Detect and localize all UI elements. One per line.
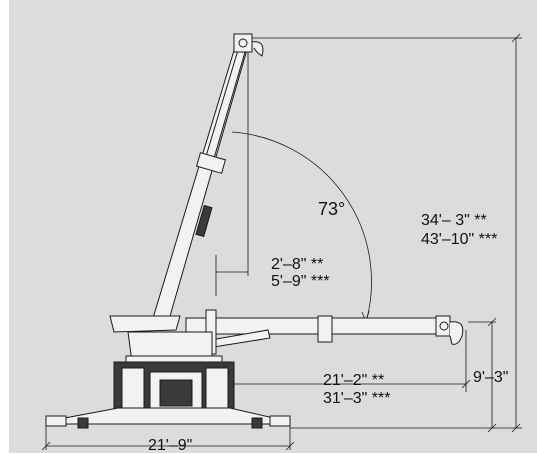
span-tick-right [285, 441, 295, 451]
angle-arc [231, 131, 372, 323]
outrigger-foot-right [251, 417, 263, 429]
diagram-background [9, 0, 537, 453]
raised-boom [149, 33, 264, 331]
horizontal-reach-extended: 31'–3" *** [323, 390, 391, 407]
horizontal-boom-section [185, 317, 437, 335]
left-track-block [121, 367, 145, 413]
boom-angle-label: 73° [318, 199, 346, 219]
horizontal-reach-standard: 21'–2" ** [323, 372, 385, 389]
span-tick-left [41, 441, 51, 451]
raised-head-sheave [238, 38, 248, 48]
max-height-standard: 34'– 3" ** [421, 212, 487, 229]
max-height-extended: 43'–10" *** [421, 231, 498, 248]
height-dim-tick-top [511, 33, 521, 43]
carrier [45, 361, 291, 429]
raised-boom-cylinder-mark [195, 204, 213, 238]
outrigger-foot-left [77, 417, 89, 429]
operator-platform [109, 315, 181, 333]
horizontal-boom-collar [317, 315, 333, 343]
turret [109, 309, 223, 371]
raised-boom-collar [195, 152, 227, 174]
boom-height-tick-bottom [487, 423, 497, 433]
outrigger-pad-left [45, 415, 67, 427]
outrigger-span: 21'–9" [148, 437, 193, 454]
horizontal-hook [449, 321, 464, 345]
outrigger-pad-right [269, 415, 291, 427]
raised-boom-inner-section [203, 49, 246, 166]
carrier-center-panel [159, 379, 193, 407]
horizontal-boom-height: 9'–3" [473, 369, 509, 386]
raised-hook [251, 41, 264, 57]
reach-dim-tick [461, 379, 471, 389]
boom-height-tick-top [487, 317, 497, 327]
min-radius-standard: 2'–8" ** [271, 256, 324, 273]
right-track-block [205, 367, 229, 413]
min-radius-extended: 5'–9" *** [271, 273, 330, 290]
horizontal-head-sheave [439, 321, 449, 331]
